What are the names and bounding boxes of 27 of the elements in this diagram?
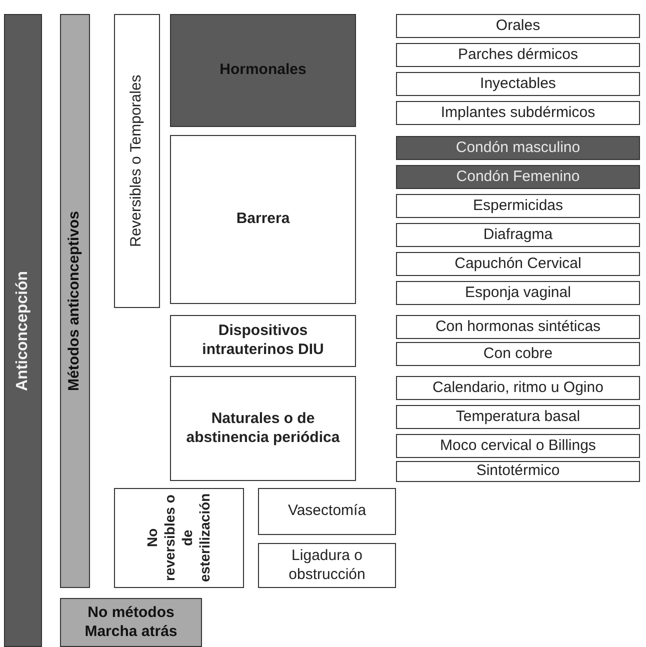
method-box: Condón Femenino (396, 165, 640, 189)
category-box: Barrera (170, 135, 356, 304)
category-box: Dispositivos intrauterinos DIU (170, 315, 356, 367)
method-box: Parches dérmicos (396, 43, 640, 67)
method-box: Implantes subdérmicos (396, 101, 640, 125)
method-box: Capuchón Cervical (396, 252, 640, 276)
method-box: Con hormonas sintéticas (396, 315, 640, 339)
method-box: Con cobre (396, 342, 640, 366)
category-bar: Anticoncepción (4, 14, 42, 647)
method-box: Espermicidas (396, 194, 640, 218)
method-box: Ligadura o obstrucción (258, 543, 396, 588)
method-box: Temperatura basal (396, 405, 640, 429)
method-box: Orales (396, 14, 640, 38)
method-box: Moco cervical o Billings (396, 434, 640, 458)
method-box: Vasectomía (258, 488, 396, 535)
method-box: Sintotérmico (396, 461, 640, 482)
category-box: No métodos Marcha atrás (60, 598, 202, 647)
category-bar: Métodos anticonceptivos (60, 14, 90, 588)
category-box: Naturales o de abstinencia periódica (170, 376, 356, 481)
method-box: Calendario, ritmo u Ogino (396, 376, 640, 400)
category-bar: Reversibles o Temporales (114, 14, 160, 308)
method-box: Esponja vaginal (396, 281, 640, 305)
method-box: Condón masculino (396, 136, 640, 160)
category-box: No reversibles o de esterilización (114, 488, 244, 588)
method-box: Inyectables (396, 72, 640, 96)
category-box: Hormonales (170, 14, 356, 127)
method-box: Diafragma (396, 223, 640, 247)
